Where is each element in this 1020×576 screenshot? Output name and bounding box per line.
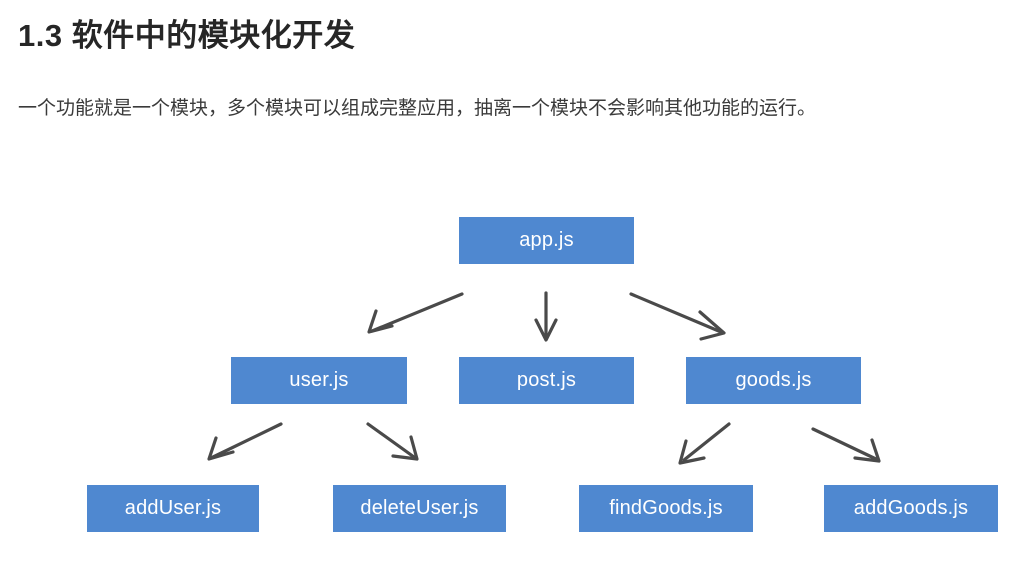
node-post-js[interactable]: post.js [459, 357, 634, 404]
node-findgoods-js[interactable]: findGoods.js [579, 485, 753, 532]
node-adduser-js[interactable]: addUser.js [87, 485, 259, 532]
node-goods-js[interactable]: goods.js [686, 357, 861, 404]
node-deleteuser-js[interactable]: deleteUser.js [333, 485, 506, 532]
page-subtitle: 一个功能就是一个模块，多个模块可以组成完整应用，抽离一个模块不会影响其他功能的运… [18, 98, 817, 119]
node-user-js[interactable]: user.js [231, 357, 407, 404]
edge-goods-to-addgoods [811, 427, 881, 463]
edge-goods-to-findgoods [678, 422, 731, 465]
edge-app-to-post [534, 291, 558, 342]
node-app-js[interactable]: app.js [459, 217, 634, 264]
edge-app-to-goods [629, 292, 726, 341]
edge-user-to-deleteuser [366, 422, 419, 461]
edge-user-to-adduser [207, 422, 283, 461]
edge-app-to-user [367, 292, 464, 334]
page-title: 1.3 软件中的模块化开发 [18, 18, 356, 53]
node-addgoods-js[interactable]: addGoods.js [824, 485, 998, 532]
